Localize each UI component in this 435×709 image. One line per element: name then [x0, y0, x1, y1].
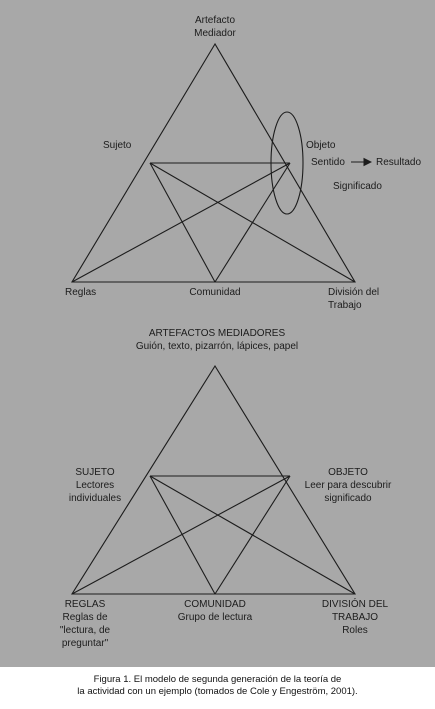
division-label-line: Trabajo [328, 300, 362, 311]
diagram1-object-rules-line [71, 162, 291, 283]
diagram2-object-label: OBJETO Leer para descubrir significado [292, 466, 404, 505]
subject-label-line: SUJETO [75, 467, 115, 478]
caption-line: la actividad con un ejemplo (tomados de … [77, 686, 358, 697]
diagram1-subject-division-line [149, 162, 356, 283]
diagram2-outer-triangle [71, 364, 356, 595]
diagram1-rules-label: Reglas [65, 287, 97, 298]
community-label-line: COMUNIDAD [184, 599, 246, 610]
diagram1-object-ellipse [270, 111, 304, 215]
figure-caption: Figura 1. El modelo de segunda generació… [0, 674, 435, 698]
diagram2-rules-label: REGLAS Reglas de "lectura, de preguntar" [48, 598, 122, 650]
subject-label-line: individuales [68, 493, 122, 504]
division-label-line: Roles [342, 625, 368, 636]
diagram1-result-label: Resultado [376, 157, 422, 168]
top-label-line: Guión, texto, pizarrón, lápices, papel [135, 341, 299, 352]
division-label-line: DIVISIÓN DEL [321, 599, 389, 610]
rules-label-line: REGLAS [64, 599, 106, 610]
diagram1-sense-label: Sentido [311, 157, 345, 168]
diagram2-division-label: DIVISIÓN DEL TRABAJO Roles [312, 598, 398, 637]
division-label-line: TRABAJO [331, 612, 379, 623]
figure-panel: Artefacto Mediador Sujeto Objeto Sentido… [0, 0, 435, 667]
diagram2-subject-division-line [149, 475, 356, 595]
activity-theory-diagram [71, 42, 373, 595]
object-label-line: Leer para descubrir [304, 480, 392, 491]
rules-label-line: Reglas de [62, 612, 108, 623]
top-label-line: Artefacto [194, 15, 236, 26]
diagram2-object-rules-line [71, 475, 291, 595]
diagram1-community-label: Comunidad [189, 287, 241, 298]
diagram2-community-label: COMUNIDAD Grupo de lectura [165, 598, 265, 624]
community-label-line: Grupo de lectura [177, 612, 253, 623]
top-label-line: ARTEFACTOS MEDIADORES [148, 328, 286, 339]
diagram1-object-label: Objeto [306, 140, 336, 151]
subject-label-line: Lectores [75, 480, 115, 491]
diagram1-subject-community-line [149, 162, 216, 283]
object-label-line: significado [324, 493, 372, 504]
diagram2-top-label: ARTEFACTOS MEDIADORES Guión, texto, piza… [117, 327, 317, 353]
division-label-line: División del [328, 287, 380, 298]
diagram1-subject-label: Sujeto [103, 140, 132, 151]
caption-line: Figura 1. El modelo de segunda generació… [93, 674, 342, 685]
diagram1-division-label: División del Trabajo [328, 286, 379, 312]
object-label-line: OBJETO [328, 467, 368, 478]
diagram2-subject-label: SUJETO Lectores individuales [60, 466, 130, 505]
diagram1-top-label: Artefacto Mediador [175, 14, 255, 40]
diagram1-meaning-label: Significado [333, 181, 382, 192]
top-label-line: Mediador [194, 28, 236, 39]
diagram2-subject-community-line [149, 475, 216, 595]
rules-label-line: preguntar" [61, 638, 109, 649]
rules-label-line: "lectura, de [59, 625, 111, 636]
